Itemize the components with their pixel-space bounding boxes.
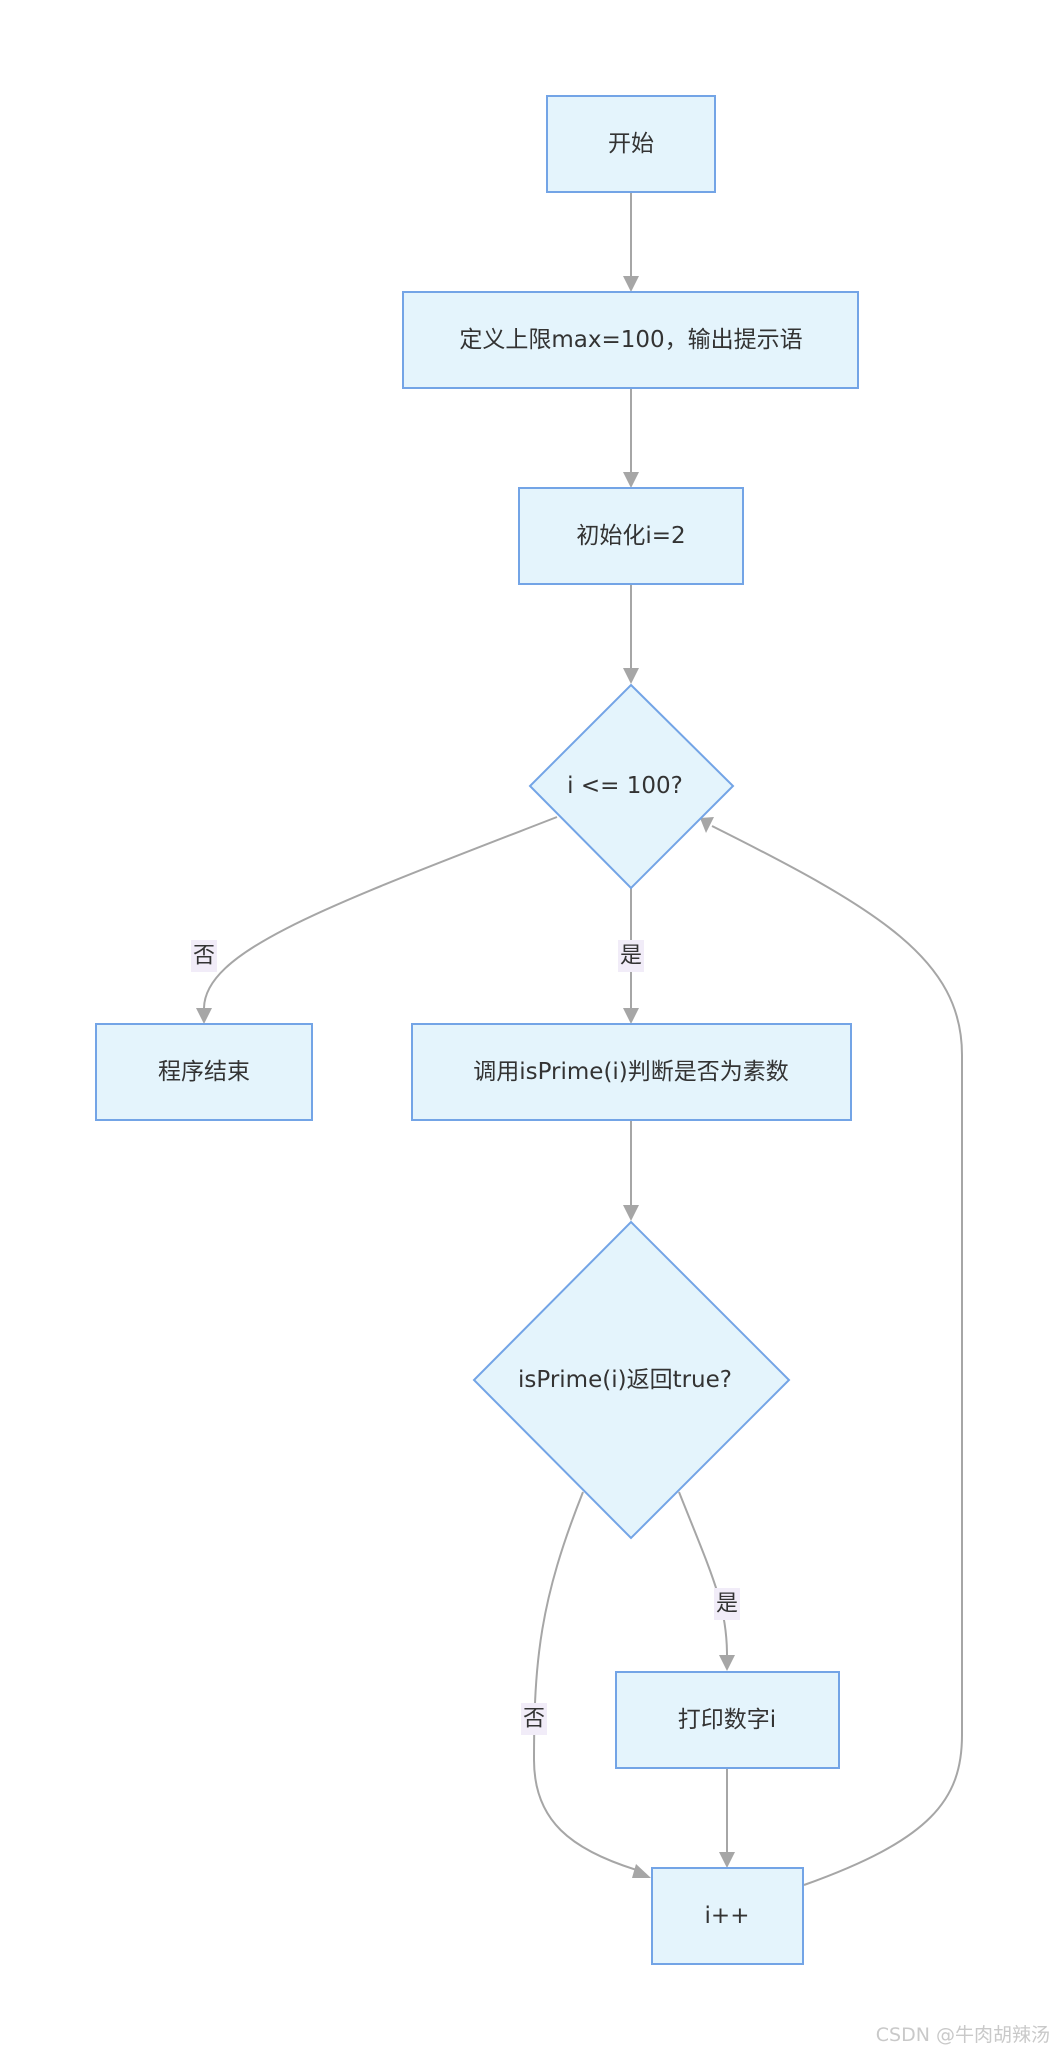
node-end-label: 程序结束	[158, 1059, 250, 1085]
node-call-label: 调用isPrime(i)判断是否为素数	[473, 1059, 789, 1085]
edge-label-cond1-no-text: 否	[193, 944, 215, 969]
node-define: 定义上限max=100，输出提示语	[402, 291, 859, 389]
arrow-call-cond2	[623, 1205, 639, 1221]
edge-label-cond1-yes-text: 是	[620, 944, 642, 969]
edges	[196, 192, 963, 1886]
node-incr-label: i++	[705, 1903, 750, 1929]
node-start-label: 开始	[608, 131, 654, 157]
node-end: 程序结束	[95, 1023, 313, 1121]
edge-label-cond2-no-text: 否	[523, 1707, 545, 1732]
node-cond1: i <= 100?	[528, 683, 735, 890]
node-init: 初始化i=2	[518, 487, 744, 585]
arrow-define-init	[623, 472, 639, 488]
node-cond2-label: isPrime(i)返回true?	[518, 1367, 732, 1393]
arrow-print-incr	[719, 1852, 735, 1868]
node-cond1-label: i <= 100?	[567, 773, 683, 799]
edge-label-cond1-no: 否	[191, 940, 217, 972]
edge-label-cond2-yes: 是	[714, 1588, 740, 1620]
edge-label-cond2-yes-text: 是	[716, 1592, 738, 1617]
edge-cond2-print	[678, 1491, 728, 1656]
arrow-cond1-end	[196, 1008, 212, 1024]
edge-cond1-end	[203, 816, 558, 1009]
node-print-label: 打印数字i	[678, 1707, 776, 1733]
arrow-incr-cond1	[700, 817, 714, 833]
arrow-start-define	[623, 276, 639, 292]
edge-label-cond1-yes: 是	[618, 940, 644, 972]
watermark: CSDN @牛肉胡辣汤	[876, 2024, 1050, 2046]
node-cond2: isPrime(i)返回true?	[472, 1220, 791, 1540]
edge-incr-cond1	[711, 825, 963, 1886]
arrow-cond2-print	[719, 1655, 735, 1671]
node-init-label: 初始化i=2	[576, 523, 685, 549]
arrow-cond2-incr	[632, 1864, 651, 1878]
arrow-init-cond1	[623, 668, 639, 684]
node-start: 开始	[546, 95, 716, 193]
edge-cond2-incr	[532, 1491, 641, 1872]
node-incr: i++	[651, 1867, 804, 1965]
edge-label-cond2-no: 否	[521, 1703, 547, 1735]
node-print: 打印数字i	[615, 1671, 840, 1769]
node-call: 调用isPrime(i)判断是否为素数	[411, 1023, 852, 1121]
node-define-label: 定义上限max=100，输出提示语	[459, 327, 802, 353]
arrow-cond1-call	[623, 1008, 639, 1024]
